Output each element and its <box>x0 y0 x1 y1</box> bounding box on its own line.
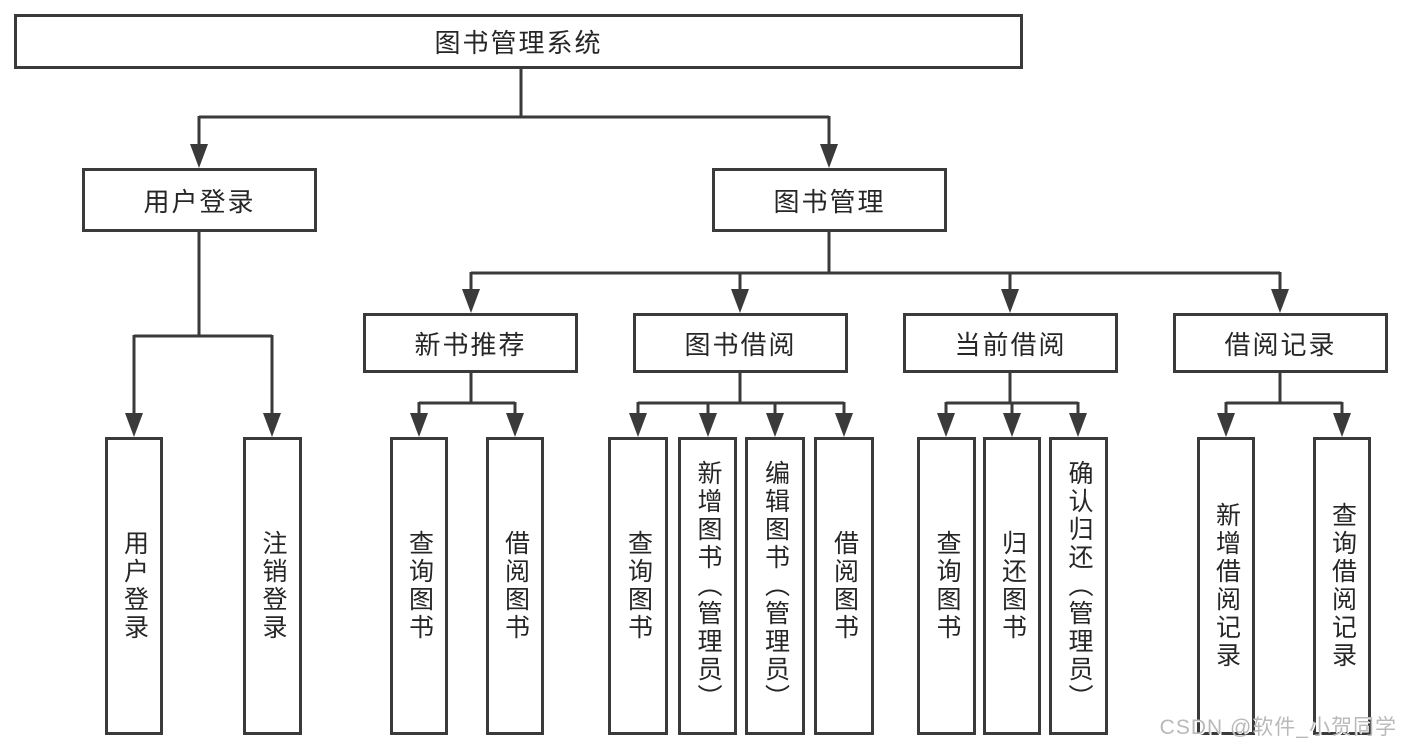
leaf-borrow-books-recommend: 借阅图书 <box>486 437 544 735</box>
leaf-query-books-recommend: 查询图书 <box>390 437 448 735</box>
edge-bookmgmt-to-level3 <box>469 232 1282 292</box>
node-new-book-recommend: 新书推荐 <box>363 313 578 373</box>
leaf-query-borrow-record: 查询借阅记录 <box>1313 437 1371 735</box>
node-current-borrowing: 当前借阅 <box>903 313 1118 373</box>
csdn-watermark: CSDN @软件_小贺同学 <box>1159 716 1397 739</box>
leaf-borrow-books-borrowing: 借阅图书 <box>814 437 874 735</box>
edge-borrow-to-leaves <box>636 373 846 416</box>
leaf-edit-books-admin: 编辑图书（管理员） <box>745 437 805 735</box>
leaf-user-login: 用户登录 <box>105 437 163 735</box>
leaf-query-books-current: 查询图书 <box>917 437 976 735</box>
node-book-management: 图书管理 <box>712 168 947 232</box>
leaf-query-books-borrowing: 查询图书 <box>608 437 668 735</box>
edge-root-to-level2 <box>197 69 831 146</box>
leaf-return-books: 归还图书 <box>983 437 1041 735</box>
leaf-add-borrow-record: 新增借阅记录 <box>1197 437 1255 735</box>
leaf-confirm-return-admin: 确认归还（管理员） <box>1049 437 1108 735</box>
edge-userlogin-to-leaves <box>132 232 274 416</box>
node-book-borrowing: 图书借阅 <box>633 313 848 373</box>
edge-current-to-leaves <box>944 373 1080 416</box>
node-root-system: 图书管理系统 <box>14 14 1023 69</box>
node-borrowing-records: 借阅记录 <box>1173 313 1388 373</box>
edge-record-to-leaves <box>1224 373 1344 416</box>
node-user-login: 用户登录 <box>82 168 317 232</box>
edge-newrec-to-leaves <box>417 373 517 416</box>
leaf-add-books-admin: 新增图书（管理员） <box>678 437 737 735</box>
leaf-logout: 注销登录 <box>243 437 302 735</box>
